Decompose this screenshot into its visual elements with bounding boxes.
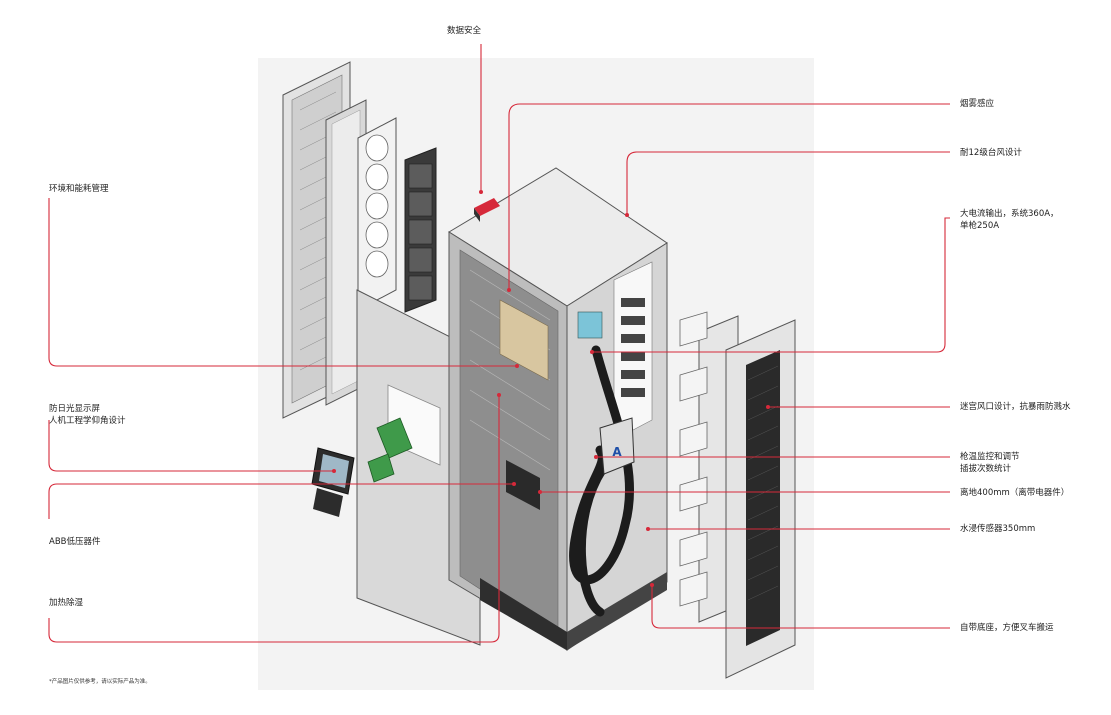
label-gun-temp-line1: 枪温监控和调节	[960, 452, 1020, 462]
footnote: *产品图片仅供参考，请以实际产品为准。	[49, 679, 151, 685]
label-current-line1: 大电流输出，系统360A，	[960, 209, 1059, 219]
label-smoke: 烟雾感应	[960, 99, 995, 109]
charging-gun: A	[599, 417, 635, 475]
leader-typhoon	[626, 151, 950, 215]
label-ground-clearance: 离地400mm（离带电器件）	[960, 488, 1070, 498]
leader-lines	[48, 44, 950, 643]
louvered-door	[725, 319, 796, 679]
fan-array	[404, 147, 437, 313]
cabinet-base	[480, 572, 667, 650]
leader-display	[48, 420, 334, 472]
leader-smoke	[508, 103, 950, 290]
label-current-line2: 单枪250A	[960, 221, 1000, 231]
label-base: 自带底座，方便叉车搬运	[960, 623, 1054, 633]
fan-mounting-plate	[357, 117, 397, 311]
leader-heating	[48, 395, 500, 643]
control-pcb	[367, 417, 413, 483]
svg-text:A: A	[612, 445, 622, 459]
label-maze-vent: 迷宫风口设计，抗暴雨防溅水	[960, 402, 1071, 412]
leader-current	[592, 217, 950, 353]
label-abb: ABB低压器件	[49, 537, 101, 547]
label-typhoon: 耐12级台风设计	[960, 148, 1022, 158]
label-data-security: 数据安全	[447, 26, 482, 36]
leader-environment	[48, 198, 517, 367]
label-water-sensor: 水浸传感器350mm	[960, 524, 1036, 534]
leader-abb	[48, 483, 514, 519]
leader-base	[651, 585, 950, 629]
smoke-sensor	[474, 198, 500, 222]
label-environment: 环境和能耗管理	[49, 184, 109, 194]
label-heating: 加热除湿	[49, 598, 84, 608]
main-cabinet	[448, 167, 668, 651]
label-display-line2: 人机工程学仰角设计	[49, 416, 126, 426]
leader-dots	[332, 190, 770, 587]
label-display-line1: 防日光显示屏	[49, 404, 101, 414]
flange-frames	[679, 311, 708, 607]
label-gun-temp-line2: 插拔次数统计	[960, 464, 1012, 474]
